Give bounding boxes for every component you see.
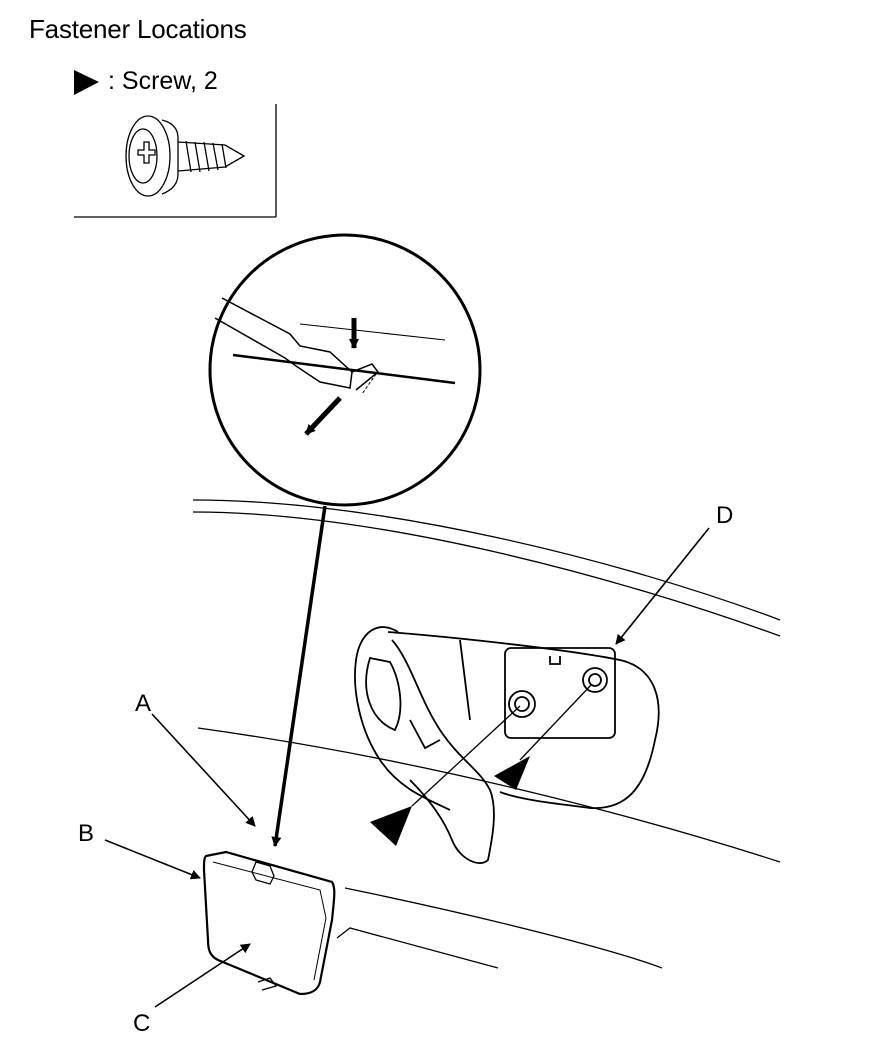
dashboard-outline bbox=[192, 499, 781, 969]
callout-b: B bbox=[78, 820, 95, 847]
legend-screw-label: : Screw, 2 bbox=[108, 67, 218, 95]
screw-icon bbox=[74, 104, 277, 218]
screw-location-marks bbox=[370, 683, 593, 846]
cover-panel bbox=[202, 850, 336, 996]
page-title: Fastener Locations bbox=[29, 14, 247, 44]
detail-circle bbox=[208, 233, 482, 507]
black-triangle-icon bbox=[74, 70, 99, 95]
detail-pointer-arrow bbox=[271, 505, 327, 847]
callout-d: D bbox=[716, 502, 734, 529]
callout-a: A bbox=[135, 690, 152, 717]
callout-c: C bbox=[133, 1010, 151, 1037]
mirror-mount bbox=[354, 626, 660, 864]
callout-leaders bbox=[104, 527, 710, 1008]
